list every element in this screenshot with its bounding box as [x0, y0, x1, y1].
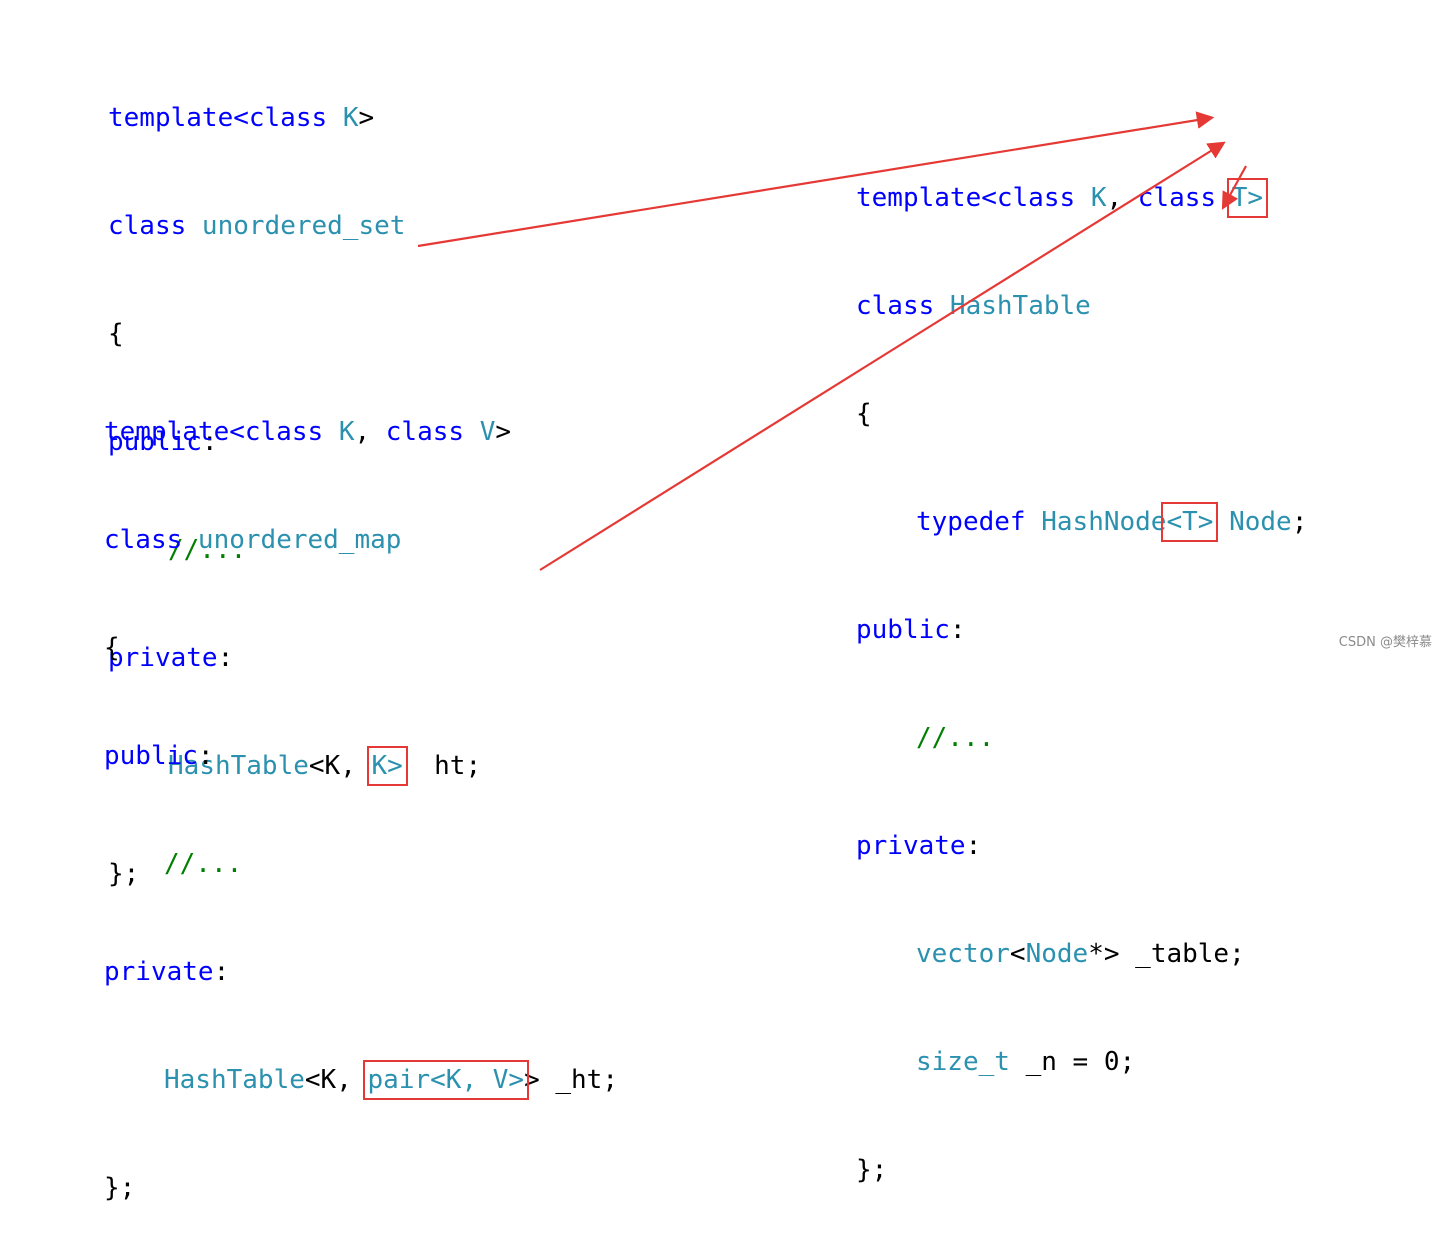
open-brace: {: [108, 319, 124, 349]
code-line: };: [104, 1170, 618, 1206]
code-line: class HashTable: [856, 288, 1307, 324]
punctuation: >: [495, 417, 512, 447]
watermark: CSDN @樊梓慕: [1338, 635, 1432, 650]
keyword: private: [104, 957, 214, 987]
code-line: class unordered_set: [108, 208, 481, 244]
type-name: unordered_set: [201, 211, 406, 241]
code-line: {: [104, 630, 618, 666]
close-brace: };: [104, 1173, 136, 1203]
punctuation: <K,: [304, 1065, 368, 1095]
code-line: {: [856, 396, 1307, 432]
type-name: HashNode: [1041, 507, 1167, 537]
code-line: {: [108, 316, 481, 352]
open-brace: {: [856, 399, 872, 429]
keyword: class: [108, 211, 202, 241]
code-line: public:: [108, 424, 481, 460]
code-line: private:: [104, 954, 618, 990]
keyword: template<class: [108, 103, 343, 133]
comment: //...: [168, 535, 247, 565]
keyword: class: [104, 525, 198, 555]
code-line: template<class K, class V>: [104, 414, 618, 450]
type-name: vector: [916, 939, 1010, 969]
punctuation: :: [201, 427, 218, 457]
highlight-box-pair: pair<K, V>: [362, 1060, 530, 1100]
type-name: K: [1090, 183, 1107, 213]
keyword: typedef: [916, 507, 1042, 537]
punctuation: >: [358, 103, 375, 133]
hashtable-code: template<class K, class T> class HashTab…: [856, 108, 1307, 1224]
code-line: HashTable<K, pair<K, V>> _ht;: [104, 1060, 618, 1100]
unordered-map-code: template<class K, class V> class unorder…: [104, 342, 618, 1242]
type-args: <K, V>: [430, 1065, 525, 1095]
type-name: pair: [367, 1065, 431, 1095]
keyword: template<class: [104, 417, 339, 447]
type-name: size_t: [916, 1047, 1010, 1077]
keyword: template<class: [856, 183, 1091, 213]
type-name: Node: [1025, 939, 1089, 969]
member-name: > _ht;: [524, 1065, 618, 1095]
punctuation: :: [197, 741, 214, 771]
punctuation: :: [213, 957, 230, 987]
type-name: HashTable: [949, 291, 1091, 321]
keyword: public: [108, 427, 202, 457]
keyword: private: [856, 831, 966, 861]
keyword: class: [1137, 183, 1232, 213]
code-line: template<class K, class T>: [856, 178, 1307, 218]
keyword: class: [385, 417, 480, 447]
code-line: size_t _n = 0;: [856, 1044, 1307, 1080]
code-line: public:: [856, 612, 1307, 648]
punctuation: <: [1009, 939, 1026, 969]
code-line: //...: [856, 720, 1307, 756]
punctuation: ;: [1291, 507, 1308, 537]
comment: //...: [916, 723, 995, 753]
code-line: class unordered_map: [104, 522, 618, 558]
open-brace: {: [104, 633, 120, 663]
punctuation: :: [965, 831, 982, 861]
code-line: vector<Node*> _table;: [856, 936, 1307, 972]
keyword: public: [856, 615, 950, 645]
code-line: template<class K>: [108, 100, 481, 136]
member-name: _n = 0;: [1009, 1047, 1136, 1077]
type-name: HashTable: [164, 1065, 305, 1095]
type-name: K: [338, 417, 355, 447]
type-name: unordered_map: [197, 525, 402, 555]
code-line: typedef HashNode<T> Node;: [856, 502, 1308, 542]
punctuation: :: [949, 615, 966, 645]
highlight-box-template-t: T>: [1226, 178, 1269, 218]
close-brace: };: [856, 1155, 888, 1185]
keyword: class: [856, 291, 950, 321]
punctuation: ,: [354, 417, 386, 447]
type-name: V: [479, 417, 496, 447]
code-line: private:: [856, 828, 1307, 864]
punctuation: ,: [1106, 183, 1138, 213]
member-name: *> _table;: [1088, 939, 1245, 969]
type-name: K: [342, 103, 359, 133]
comment: //...: [164, 849, 243, 879]
code-line: public:: [104, 738, 618, 774]
highlight-box-node-t: <T>: [1161, 502, 1219, 542]
type-name: Node: [1213, 507, 1292, 537]
keyword: public: [104, 741, 198, 771]
code-line: //...: [108, 532, 481, 568]
code-line: //...: [104, 846, 618, 882]
code-line: };: [856, 1152, 1307, 1188]
